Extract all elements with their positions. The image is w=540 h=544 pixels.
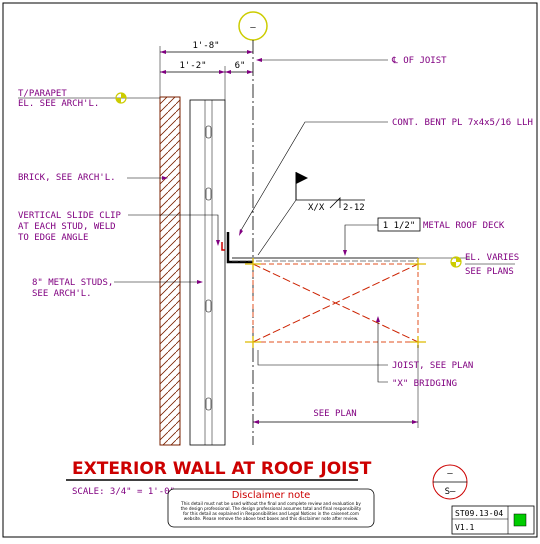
detail-code-box: ST09.13-04 V1.1 (451, 505, 535, 535)
joist-markers (245, 258, 426, 348)
el-varies-callout: EL. VARIES SEE PLANS (418, 253, 519, 277)
bridging-callout: "X" BRIDGING (376, 316, 457, 389)
deck-callout: 1 1/2" METAL ROOF DECK (343, 217, 505, 256)
parapet-label-line2: EL. SEE ARCH'L. (18, 99, 99, 109)
disclaimer-line-4: website. Please remove the above text bo… (184, 516, 358, 521)
slope-right-text: 2-12 (343, 203, 365, 213)
section-mark-bottom: S– (445, 487, 456, 497)
see-plan-text: SEE PLAN (313, 409, 356, 419)
grid-bubble-label: – (250, 23, 256, 33)
brick-label: BRICK, SEE ARCH'L. (18, 173, 116, 183)
slide-clip-callout: VERTICAL SLIDE CLIP AT EACH STUD, WELD T… (18, 211, 220, 246)
weld-symbol: X/X 2-12 (257, 172, 365, 256)
joist (252, 263, 419, 343)
slope-left-text: X/X (308, 203, 325, 213)
studs-label-line1: 8" METAL STUDS, (32, 278, 113, 288)
disclaimer-box: Disclaimer note This detail must not be … (167, 488, 375, 528)
parapet-callout: T/PARAPET EL. SEE ARCH'L. (18, 89, 160, 109)
detail-title: EXTERIOR WALL AT ROOF JOIST (72, 459, 372, 479)
section-mark: – S– (432, 464, 468, 500)
deck-label: METAL ROOF DECK (423, 221, 505, 231)
section-mark-top: – (447, 469, 453, 479)
clip-label-line1: VERTICAL SLIDE CLIP (18, 211, 122, 221)
dim-left-text: 1'-2" (179, 61, 206, 71)
disclaimer-line-2: the design professional. The design prof… (181, 506, 362, 511)
deck-size-text: 1 1/2" (383, 221, 416, 231)
metal-stud (189, 99, 226, 446)
disclaimer-heading: Disclaimer note (232, 490, 311, 501)
dimension-overall: 1'-8" (159, 41, 253, 100)
parapet-label-line1: T/PARAPET (18, 89, 67, 99)
elevation-target-icon (115, 92, 127, 104)
detail-code: ST09.13-04 (455, 509, 503, 518)
dim-right-text: 6" (235, 61, 246, 71)
dimension-right: 6" (225, 61, 253, 74)
cl-joist-callout: ℄ OF JOIST (256, 56, 447, 66)
title-block: EXTERIOR WALL AT ROOF JOIST SCALE: 3/4" … (66, 459, 372, 497)
studs-callout: 8" METAL STUDS, SEE ARCH'L. (32, 278, 203, 299)
grid-bubble: – (238, 11, 268, 41)
cl-joist-label: ℄ OF JOIST (391, 56, 447, 66)
clip-label-line2: AT EACH STUD, WELD (18, 222, 116, 232)
elevation-target-icon-2 (450, 256, 462, 268)
brick-wall (159, 96, 181, 446)
studs-label-line2: SEE ARCH'L. (32, 289, 92, 299)
dimension-left: 1'-2" (160, 61, 226, 100)
bent-plate (221, 232, 253, 264)
version: V1.1 (455, 523, 474, 532)
joist-label: JOIST, SEE PLAN (392, 361, 473, 371)
disclaimer-line-3: for this detail as explained in Responsi… (183, 511, 359, 516)
joist-callout: JOIST, SEE PLAN (257, 350, 473, 371)
bent-plate-label: CONT. BENT PL 7x4x5/16 LLH (392, 118, 533, 128)
detail-scale: SCALE: 3/4" = 1'-0" (72, 487, 175, 497)
disclaimer-line-1: This detail must not be used without the… (180, 501, 361, 506)
brick-callout: BRICK, SEE ARCH'L. (18, 173, 168, 183)
sheet-border (2, 2, 538, 538)
el-varies-line2: SEE PLANS (465, 267, 514, 277)
clip-label-line3: TO EDGE ANGLE (18, 233, 88, 243)
bent-plate-callout: CONT. BENT PL 7x4x5/16 LLH (239, 118, 533, 236)
el-varies-line1: EL. VARIES (465, 253, 519, 263)
x-bridging (252, 263, 419, 343)
dimension-see-plan: SEE PLAN (253, 345, 419, 428)
status-indicator (513, 513, 527, 527)
roof-deck (232, 257, 418, 262)
dim-overall-text: 1'-8" (192, 41, 219, 51)
bridging-label: "X" BRIDGING (392, 379, 457, 389)
